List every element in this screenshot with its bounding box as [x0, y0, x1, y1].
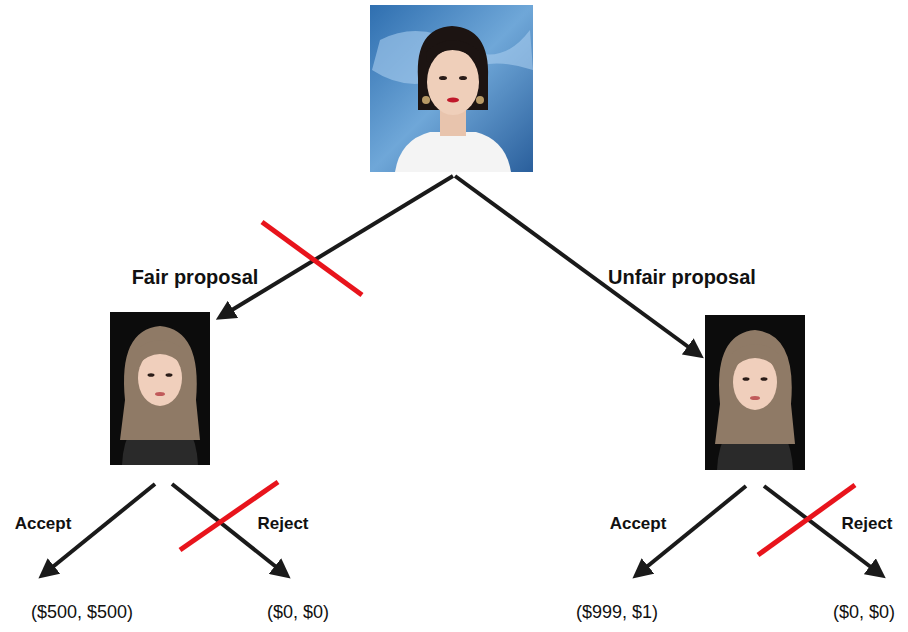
branch-label: Fair proposal: [132, 266, 259, 289]
action-label: Accept: [15, 514, 72, 534]
player-one-portrait: [370, 5, 533, 172]
strike-mark: [262, 222, 362, 295]
action-label: Accept: [610, 514, 667, 534]
branch-arrow: [455, 176, 698, 354]
action-label: Reject: [841, 514, 892, 534]
strike-mark: [758, 485, 855, 555]
payoff-label: ($999, $1): [576, 602, 658, 623]
branch-label: Unfair proposal: [608, 266, 756, 289]
action-label: Reject: [257, 514, 308, 534]
payoff-label: ($0, $0): [833, 602, 895, 623]
player-two-portrait: [110, 312, 210, 465]
branch-arrows: [44, 176, 880, 574]
payoff-label: ($500, $500): [31, 602, 133, 623]
player-two-portrait: [705, 315, 805, 470]
branch-arrow: [222, 176, 453, 316]
payoff-label: ($0, $0): [267, 602, 329, 623]
strike-marks: [180, 222, 855, 555]
